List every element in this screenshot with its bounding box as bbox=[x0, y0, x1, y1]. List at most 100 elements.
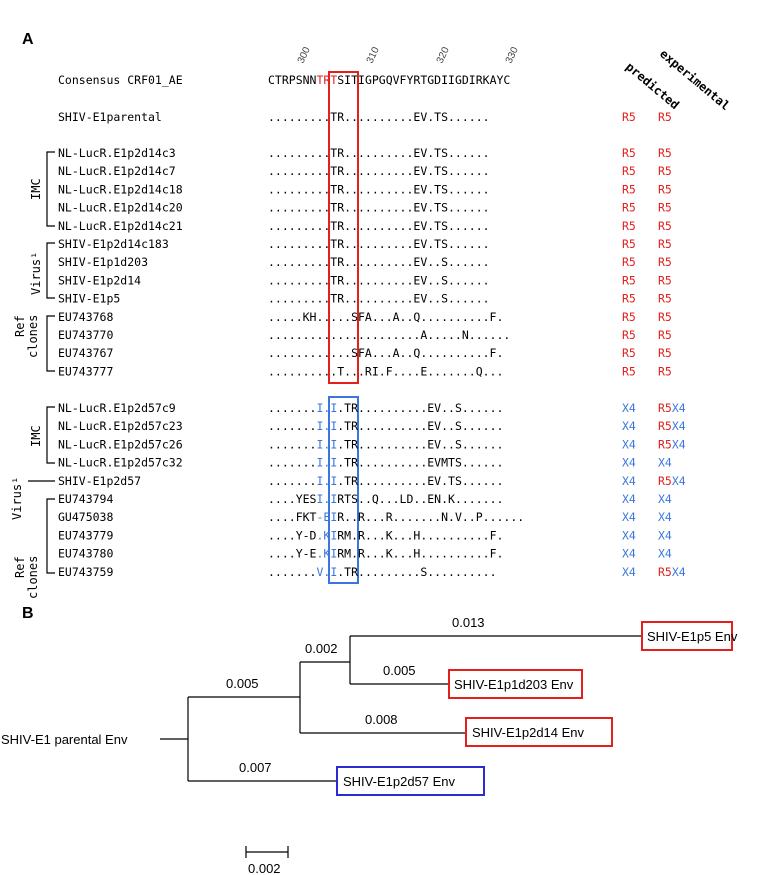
sequence-residues: .........TR..........EV.TS...... bbox=[268, 164, 490, 178]
tree-root-label: SHIV-E1 parental Env bbox=[1, 732, 128, 747]
experimental-tropism: R5 bbox=[658, 273, 672, 287]
leaf-label: SHIV-E1p5 Env bbox=[647, 629, 738, 644]
x4-row: NL-LucR.E1p2d57c26.......I.I.TR.........… bbox=[58, 437, 686, 451]
x4-ref-label-2: clones bbox=[26, 556, 40, 599]
parental-predicted: R5 bbox=[622, 110, 636, 124]
position-330: 330 bbox=[504, 45, 521, 65]
experimental-tropism: R5 bbox=[658, 182, 672, 196]
sequence-name: EU743767 bbox=[58, 346, 113, 360]
predicted-tropism: X4 bbox=[622, 510, 636, 524]
r5-row: NL-LucR.E1p2d14c21.........TR..........E… bbox=[58, 219, 672, 233]
predicted-tropism: R5 bbox=[622, 310, 636, 324]
experimental-tropism: R5 bbox=[658, 219, 672, 233]
r5-row: EU743777..........T...RI.F....E.......Q.… bbox=[58, 364, 672, 378]
sequence-residues: .........TR..........EV.TS...... bbox=[268, 182, 490, 196]
sequence-name: NL-LucR.E1p2d57c26 bbox=[58, 437, 183, 451]
r5-row: NL-LucR.E1p2d14c20 .........TR..........E… bbox=[58, 201, 672, 215]
r5-row: EU743770......................A.....N...… bbox=[58, 328, 672, 342]
r5-row: NL-LucR.E1p2d14c18.........TR..........E… bbox=[58, 182, 672, 196]
experimental-tropism: R5X4 bbox=[658, 474, 686, 488]
experimental-tropism: R5 bbox=[658, 292, 672, 306]
sequence-name: EU743759 bbox=[58, 565, 113, 579]
r5-row: SHIV-E1p1d203.........TR..........EV..S.… bbox=[58, 255, 672, 269]
r5-ref-label-1: Ref bbox=[13, 315, 27, 337]
sequence-residues: ....YESI.IRTS..Q...LD..EN.K....... bbox=[268, 492, 503, 506]
sequence-residues: .........TR..........EV.TS...... bbox=[268, 201, 490, 215]
sequence-residues: .......I.I.TR..........EV.TS...... bbox=[268, 474, 503, 488]
predicted-tropism: R5 bbox=[622, 292, 636, 306]
sequence-name: NL-LucR.E1p2d14c21 bbox=[58, 219, 183, 233]
experimental-tropism: R5X4 bbox=[658, 419, 686, 433]
scale-bar: 0.002 bbox=[245, 846, 289, 875]
x4-rows: NL-LucR.E1p2d57c9 .......I.I.TR..........… bbox=[58, 401, 686, 579]
sequence-residues: .........TR..........EV..S...... bbox=[268, 273, 490, 287]
phylogenetic-tree bbox=[160, 635, 642, 782]
sequence-name: NL-LucR.E1p2d14c20 bbox=[58, 201, 183, 215]
predicted-tropism: R5 bbox=[622, 255, 636, 269]
sequence-residues: ....Y-D.KIRM.R...K...H..........F. bbox=[268, 528, 503, 542]
leaf-e1p2d14: SHIV-E1p2d14 Env bbox=[465, 717, 613, 747]
sequence-residues: ....FKT-EIR..R...R.......N.V..P...... bbox=[268, 510, 524, 524]
sequence-name: EU743768 bbox=[58, 310, 113, 324]
x4-virus-label: Virus¹ bbox=[10, 477, 24, 520]
leaf-box bbox=[641, 621, 733, 651]
sequence-name: SHIV-E1p1d203 bbox=[58, 255, 148, 269]
x4-row: EU743759.......V.I.TR.........S.........… bbox=[58, 565, 686, 579]
r5-row: SHIV-E1p5.........TR..........EV..S.....… bbox=[58, 292, 672, 306]
r5-row: EU743768.....KH.....SFA...A..Q..........… bbox=[58, 310, 672, 324]
leaf-box bbox=[448, 669, 583, 699]
predicted-tropism: R5 bbox=[622, 182, 636, 196]
sequence-name: SHIV-E1p2d14 bbox=[58, 273, 141, 287]
branch-length-e1p1d203: 0.005 bbox=[383, 663, 416, 678]
sequence-name: EU743770 bbox=[58, 328, 113, 342]
x4-row: EU743779 ....Y-D.KIRM.R...K...H..........… bbox=[58, 528, 672, 542]
sequence-name: NL-LucR.E1p2d57c32 bbox=[58, 456, 183, 470]
consensus-sequence: CTRPSNNTRTSITIGPGQVFYRTGDIIGDIRKAYC bbox=[268, 73, 510, 87]
sequence-name: NL-LucR.E1p2d14c3 bbox=[58, 146, 176, 160]
sequence-residues: .........TR..........EV.TS...... bbox=[268, 146, 490, 160]
predicted-tropism: X4 bbox=[622, 437, 636, 451]
experimental-tropism: X4 bbox=[658, 492, 672, 506]
r5-brackets bbox=[46, 151, 55, 372]
experimental-tropism: R5 bbox=[658, 364, 672, 378]
sequence-name: NL-LucR.E1p2d57c9 bbox=[58, 401, 176, 415]
predicted-tropism: X4 bbox=[622, 456, 636, 470]
sequence-residues: ............SFA...A..Q..........F. bbox=[268, 346, 503, 360]
sequence-residues: .......I.I.TR..........EV..S...... bbox=[268, 401, 503, 415]
experimental-tropism: R5 bbox=[658, 146, 672, 160]
panel-label-b: B bbox=[22, 605, 34, 622]
experimental-tropism: R5 bbox=[658, 255, 672, 269]
position-300: 300 bbox=[296, 45, 313, 65]
position-numbers: 300 310 320 330 bbox=[296, 45, 521, 65]
r5-ref-bracket bbox=[46, 315, 55, 372]
x4-row: NL-LucR.E1p2d57c23.......I.I.TR.........… bbox=[58, 419, 686, 433]
x4-ref-bracket bbox=[46, 498, 55, 574]
predicted-tropism: X4 bbox=[622, 565, 636, 579]
sequence-name: SHIV-E1p2d57 bbox=[58, 474, 141, 488]
r5-row: NL-LucR.E1p2d14c7.........TR..........EV… bbox=[58, 164, 672, 178]
experimental-tropism: R5 bbox=[658, 328, 672, 342]
predicted-tropism: X4 bbox=[622, 547, 636, 561]
r5-rows: NL-LucR.E1p2d14c3 .........TR..........EV… bbox=[58, 146, 672, 378]
x4-row: SHIV-E1p2d57 .......I.I.TR..........EV.TS… bbox=[58, 474, 686, 488]
sequence-name: SHIV-E1p2d14c183 bbox=[58, 237, 169, 251]
leaf-label: SHIV-E1p2d14 Env bbox=[472, 725, 585, 740]
experimental-tropism: X4 bbox=[658, 547, 672, 561]
parental-name: SHIV-E1parental bbox=[58, 110, 162, 124]
x4-row: EU743780....Y-E.KIRM.R...K...H..........… bbox=[58, 547, 672, 561]
leaf-label: SHIV-E1p1d203 Env bbox=[454, 677, 574, 692]
branch-length-subclade: 0.002 bbox=[305, 641, 338, 656]
leaf-e1p1d203: SHIV-E1p1d203 Env bbox=[448, 669, 583, 699]
x4-brackets bbox=[28, 406, 55, 574]
sequence-name: EU743777 bbox=[58, 364, 113, 378]
predicted-tropism: R5 bbox=[622, 146, 636, 160]
sequence-name: EU743779 bbox=[58, 528, 113, 542]
predicted-tropism: X4 bbox=[622, 528, 636, 542]
x4-row: GU475038....FKT-EIR..R...R.......N.V..P.… bbox=[58, 510, 672, 524]
r5-imc-label: IMC bbox=[29, 178, 43, 200]
leaf-e1p5: SHIV-E1p5 Env bbox=[641, 621, 738, 651]
sequence-name: EU743780 bbox=[58, 547, 113, 561]
experimental-tropism: R5 bbox=[658, 237, 672, 251]
branch-length-upper-clade: 0.005 bbox=[226, 676, 259, 691]
r5-highlight-box bbox=[328, 71, 359, 384]
